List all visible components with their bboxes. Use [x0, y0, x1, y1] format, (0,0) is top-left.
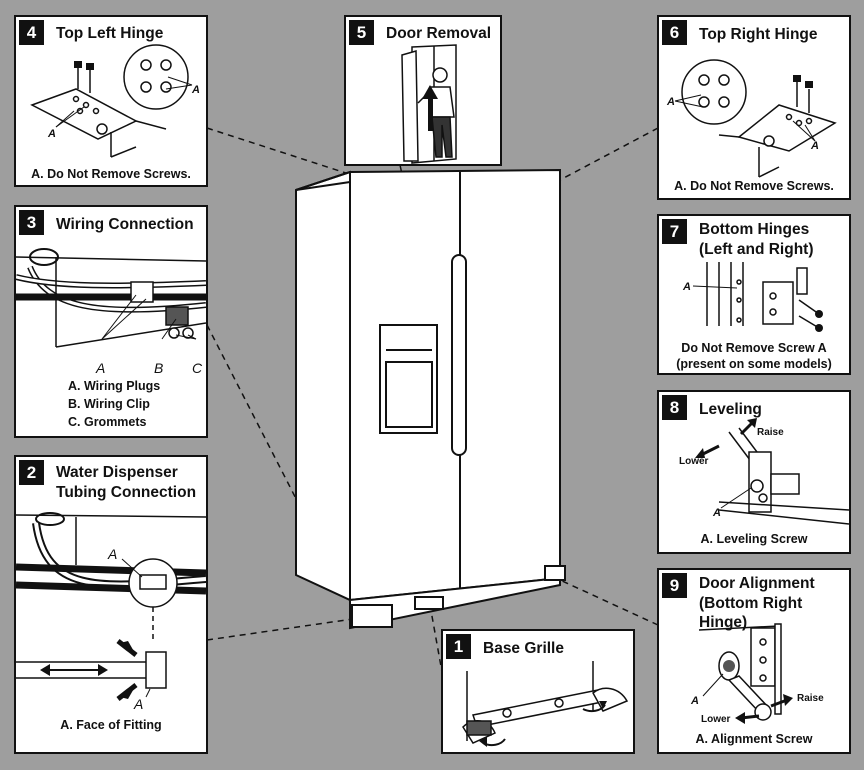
panel-base-grille: 1 Base Grille — [441, 629, 635, 754]
callout-label-a: A — [133, 696, 143, 712]
step-number-badge: 5 — [349, 20, 374, 45]
callout-label-a: A — [95, 360, 105, 376]
callout-label-b: B — [154, 360, 163, 376]
wiring-illustration: A B C — [16, 248, 206, 376]
step-number-badge: 8 — [662, 395, 687, 420]
callout-label-a: A — [682, 281, 691, 293]
step-number-badge: 4 — [19, 20, 44, 45]
panel-bottom-hinges: 7 Bottom Hinges (Left and Right) A Do No… — [657, 214, 851, 375]
panel-leveling: 8 Leveling Raise Lower A A. Leveling Scr… — [657, 390, 851, 554]
panel-title: Top Left Hinge — [56, 25, 164, 42]
panel-title: Top Right Hinge — [699, 26, 818, 43]
hinge-illustration: A A — [30, 44, 200, 158]
callout-label-a: A — [191, 84, 200, 96]
panel-water-dispenser-tubing: 2 Water Dispenser Tubing Connection — [14, 455, 208, 754]
callout-label-a: A — [47, 128, 56, 140]
panel-title: Leveling — [699, 401, 762, 418]
panel-top-left-hinge: 4 Top Left Hinge A A A. Do Not Remove Sc… — [14, 15, 208, 187]
tubing-illustration: A A — [16, 512, 206, 712]
caption-line: B. Wiring Clip — [68, 397, 150, 411]
panel-door-removal: 5 Door Removal — [344, 15, 502, 166]
panel-title-line: Bottom Hinges — [699, 221, 810, 238]
step-number-badge: 3 — [19, 210, 44, 235]
caption-line: C. Grommets — [68, 415, 147, 429]
panel-title-line: Water Dispenser — [56, 464, 178, 481]
panel-title-line: Door Alignment — [699, 575, 815, 592]
caption-line: A. Wiring Plugs — [68, 379, 161, 393]
caption-line: (present on some models) — [676, 357, 832, 371]
callout-label-a: A — [107, 546, 117, 562]
leveling-illustration: Raise Lower A — [679, 418, 849, 525]
step-number-badge: 9 — [662, 573, 687, 598]
panel-title: Base Grille — [483, 640, 564, 657]
bottom-hinge-illustration: A — [682, 262, 823, 332]
raise-label: Raise — [797, 693, 824, 704]
panel-title-line: Tubing Connection — [56, 484, 197, 501]
step-number-badge: 1 — [446, 634, 471, 659]
panel-top-right-hinge: 6 Top Right Hinge A A A. Do Not Remove S… — [657, 15, 851, 200]
refrigerator — [295, 168, 566, 630]
panel-title-line: (Left and Right) — [699, 241, 814, 258]
callout-label-c: C — [192, 360, 203, 376]
hinge-illustration: A A — [666, 59, 837, 178]
panel-title: Wiring Connection — [56, 216, 194, 233]
step-number-badge: 7 — [662, 219, 687, 244]
callout-label-a: A — [810, 140, 819, 152]
panel-wiring-connection: 3 Wiring Connection A B C A. Wiring — [14, 205, 208, 438]
panel-title: Door Removal — [386, 25, 492, 42]
caption: A. Leveling Screw — [700, 532, 808, 546]
panel-door-alignment: 9 Door Alignment (Bottom Right Hinge) A … — [657, 568, 851, 754]
door-removal-illustration — [401, 44, 457, 164]
callout-label-a: A — [690, 695, 699, 707]
callout-label-a: A — [666, 96, 675, 108]
step-number-badge: 2 — [19, 460, 44, 485]
caption: A. Face of Fitting — [60, 718, 162, 732]
callout-label-a: A — [712, 507, 721, 519]
lower-label: Lower — [679, 456, 709, 467]
lower-label: Lower — [701, 714, 731, 725]
caption: A. Do Not Remove Screws. — [674, 179, 834, 193]
caption: A. Alignment Screw — [695, 732, 813, 746]
raise-label: Raise — [757, 427, 784, 438]
caption-line: Do Not Remove Screw A — [681, 341, 827, 355]
panel-title-line: (Bottom Right Hinge) — [699, 595, 803, 631]
base-grille-illustration — [462, 661, 629, 747]
caption: A. Do Not Remove Screws. — [31, 167, 191, 181]
step-number-badge: 6 — [662, 20, 687, 45]
door-alignment-illustration: A Raise Lower — [690, 623, 824, 725]
